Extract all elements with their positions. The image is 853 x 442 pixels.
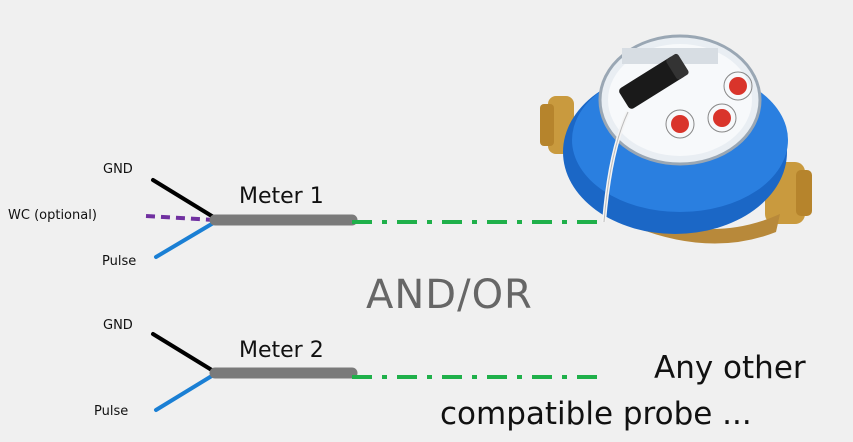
meter2-pulse-wire: [154, 372, 217, 412]
water-meter-image: [540, 34, 812, 244]
meter1-wc-label: WC (optional): [8, 208, 97, 223]
meter2-pulse-label: Pulse: [94, 404, 129, 419]
meter1-gnd-label: GND: [103, 162, 133, 177]
other-probe-note-line1: Any other: [654, 350, 806, 386]
meter2-name: Meter 2: [239, 338, 324, 363]
and-or-label: AND/OR: [366, 272, 533, 318]
meter1-pulse-wire: [154, 220, 217, 259]
meter1-name: Meter 1: [239, 184, 324, 209]
meter2-gnd-label: GND: [103, 318, 133, 333]
meter2-gnd-wire: [151, 332, 217, 374]
other-probe-note-line2: compatible probe ...: [440, 396, 752, 432]
meter1-gnd-wire: [151, 178, 217, 220]
meter1-wc-wire: [145, 214, 216, 222]
meter1-pulse-label: Pulse: [102, 254, 137, 269]
